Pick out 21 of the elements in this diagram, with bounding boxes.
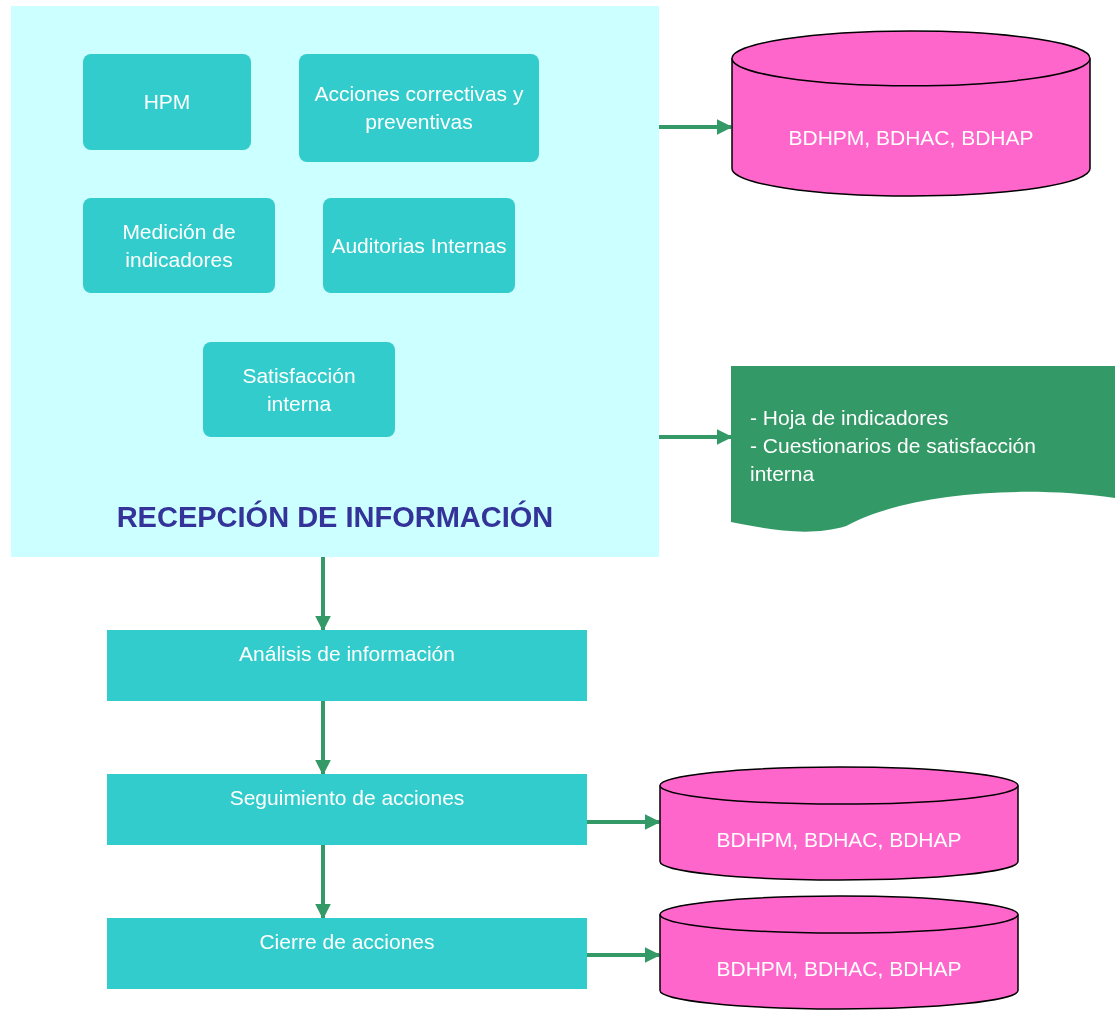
database-cylinder: BDHPM, BDHAC, BDHAP	[659, 895, 1019, 1010]
arrow	[659, 119, 733, 135]
process-box: Acciones correctivas y preventivas	[299, 54, 539, 162]
arrow	[587, 814, 661, 830]
panel-title: RECEPCIÓN DE INFORMACIÓN	[115, 499, 555, 535]
process-box: Cierre de acciones	[107, 918, 587, 989]
document-shape: - Hoja de indicadores - Cuestionarios de satisfacción interna	[731, 366, 1115, 534]
arrow	[315, 701, 331, 776]
process-box: Análisis de información	[107, 630, 587, 701]
database-cylinder: BDHPM, BDHAC, BDHAP	[731, 30, 1091, 197]
process-box: HPM	[83, 54, 251, 150]
arrow	[659, 429, 733, 445]
database-cylinder: BDHPM, BDHAC, BDHAP	[659, 766, 1019, 881]
process-box: Medición de indicadores	[83, 198, 275, 293]
process-box: Seguimiento de acciones	[107, 774, 587, 845]
arrow	[587, 947, 661, 963]
arrow	[315, 557, 331, 632]
group-panel	[11, 6, 659, 557]
process-box: Satisfacción interna	[203, 342, 395, 437]
process-box: Auditorias Internas	[323, 198, 515, 293]
arrow	[315, 845, 331, 920]
